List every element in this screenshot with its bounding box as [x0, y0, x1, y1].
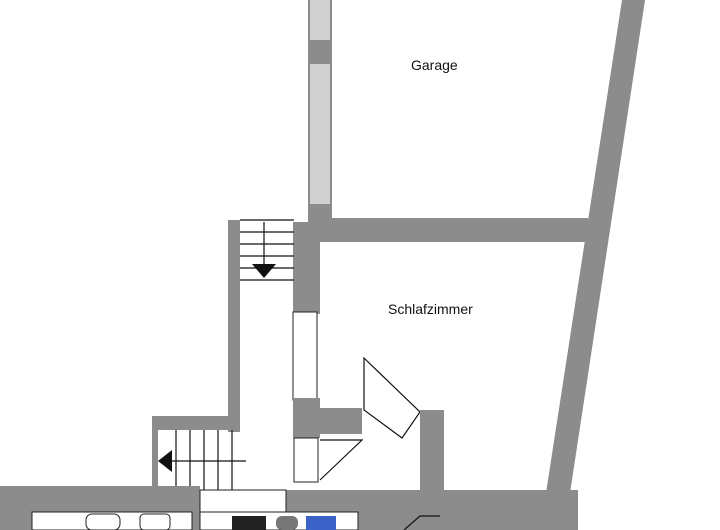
upper-staircase: [240, 219, 294, 281]
lower-door-swing: [319, 439, 364, 481]
bedroom-label: Schlafzimmer: [388, 301, 473, 317]
arrow-left-icon: [158, 450, 172, 472]
bedroom-inner-pillar: [420, 410, 444, 490]
sink: [85, 513, 121, 530]
bottom-wall-cap: [0, 486, 200, 492]
garage-left-wall: [308, 0, 332, 222]
lower-stair-left-wall: [152, 416, 158, 492]
garage-window-lower: [310, 64, 330, 204]
garage-window-upper: [310, 0, 330, 40]
lower-stair-top-wall: [152, 416, 240, 430]
right-exterior-wall: [546, 0, 645, 493]
bedroom-left-wall-upper: [293, 222, 320, 314]
kitchen-counter: [199, 489, 359, 530]
stove-icon: [232, 516, 266, 530]
bedroom-left-wall-mid: [293, 398, 320, 438]
bedroom-door-swing: [363, 356, 421, 439]
kitchen-sink-icon: [276, 516, 298, 530]
appliance-icon: [306, 516, 336, 530]
garage-label: Garage: [411, 57, 458, 73]
garage-bedroom-wall: [308, 218, 588, 242]
kitchen-cabinet: [199, 489, 287, 513]
bedroom-door-leaf: [292, 311, 318, 401]
lower-staircase: [158, 430, 246, 492]
stair-shaft-left-wall: [228, 220, 240, 432]
lower-door-leaf: [293, 437, 319, 483]
toilet: [139, 513, 171, 530]
arrow-down-icon: [252, 264, 276, 278]
bathroom-fixtures: [31, 511, 193, 530]
bottom-door-swing: [403, 515, 440, 530]
bedroom-wall-stub: [318, 408, 362, 434]
